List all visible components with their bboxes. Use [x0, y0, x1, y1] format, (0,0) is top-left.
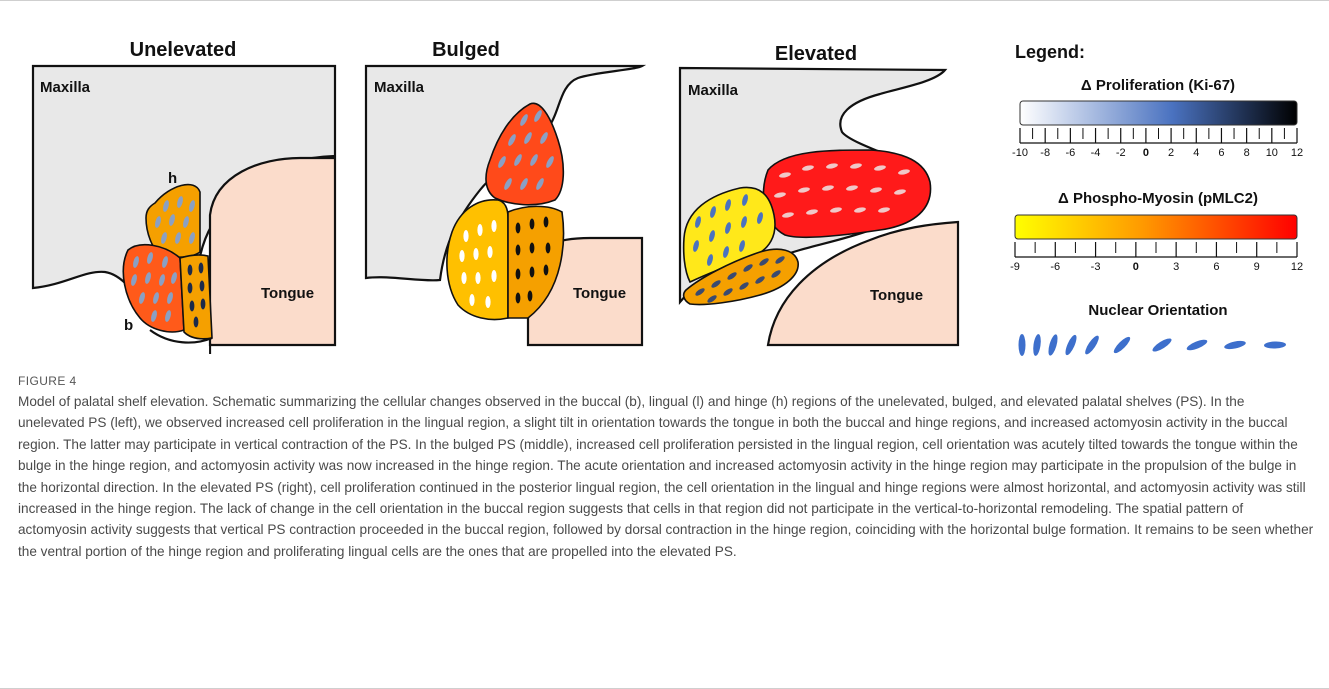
- panel-bulged: Bulged Maxilla Tongue: [366, 39, 642, 345]
- orientation-ellipse: [1185, 338, 1208, 353]
- panel-unelevated: Unelevated Maxilla Tongue h b l: [33, 39, 335, 358]
- colorbar-tick-label: 9: [1254, 261, 1260, 273]
- orientation-ellipses: [1019, 333, 1287, 356]
- colorbar-tick-label: -8: [1040, 147, 1050, 159]
- myosin-title: Δ Phospho-Myosin (pMLC2): [1058, 190, 1258, 207]
- tongue-label: Tongue: [573, 285, 626, 302]
- colorbar-tick-label: -3: [1091, 261, 1101, 273]
- orientation-ellipse: [1063, 334, 1078, 357]
- orientation-ellipse: [1112, 335, 1133, 356]
- proliferation-ticks: -10 -8 -6 -4 -2 0 2 4 6 8 10 12: [1012, 128, 1303, 159]
- colorbar-tick-label: -6: [1050, 261, 1060, 273]
- myosin-ticks: -9 -6 -3 0 3 6 9 12: [1010, 242, 1303, 273]
- myosin-colorbar: [1015, 215, 1297, 239]
- orientation-ellipse: [1224, 339, 1247, 350]
- legend-title: Legend:: [1015, 42, 1085, 62]
- orientation-ellipse: [1047, 333, 1060, 356]
- proliferation-colorbar: [1020, 101, 1297, 125]
- orientation-ellipse: [1032, 334, 1042, 357]
- panel-elevated: Elevated Maxilla Tongue: [680, 43, 958, 345]
- panel-title-elevated: Elevated: [775, 43, 857, 65]
- colorbar-tick-label: 12: [1291, 261, 1303, 273]
- legend: Legend: Δ Proliferation (Ki-67) -10-8-6-…: [1010, 42, 1303, 357]
- orientation-ellipse: [1083, 334, 1101, 356]
- colorbar-tick-label: 0: [1133, 261, 1139, 273]
- colorbar-tick-label: -6: [1065, 147, 1075, 159]
- hinge-region-elevated: [763, 150, 930, 237]
- maxilla-label: Maxilla: [688, 82, 739, 99]
- panel-title-bulged: Bulged: [432, 39, 500, 61]
- orientation-title: Nuclear Orientation: [1088, 302, 1227, 319]
- colorbar-tick-label: -9: [1010, 261, 1020, 273]
- colorbar-tick-label: 6: [1218, 147, 1224, 159]
- proliferation-title: Δ Proliferation (Ki-67): [1081, 77, 1235, 94]
- colorbar-tick-label: -10: [1012, 147, 1028, 159]
- orientation-ellipse: [1264, 341, 1286, 349]
- palatal-shelf-figure: Unelevated Maxilla Tongue h b l: [0, 0, 1329, 370]
- tongue-shape: [210, 158, 335, 345]
- maxilla-label: Maxilla: [374, 79, 425, 96]
- colorbar-tick-label: 12: [1291, 147, 1303, 159]
- figure-caption: Model of palatal shelf elevation. Schema…: [18, 391, 1314, 562]
- colorbar-tick-label: 4: [1193, 147, 1199, 159]
- tongue-label: Tongue: [261, 285, 314, 302]
- hinge-label: h: [168, 170, 177, 187]
- colorbar-tick-label: 3: [1173, 261, 1179, 273]
- orientation-ellipse: [1151, 336, 1173, 354]
- lingual-label: l: [208, 341, 212, 358]
- colorbar-tick-label: 6: [1213, 261, 1219, 273]
- colorbar-tick-label: -2: [1116, 147, 1126, 159]
- orientation-ellipse: [1019, 334, 1026, 356]
- colorbar-tick-label: 2: [1168, 147, 1174, 159]
- colorbar-tick-label: -4: [1091, 147, 1101, 159]
- colorbar-tick-label: 10: [1266, 147, 1278, 159]
- colorbar-tick-label: 8: [1244, 147, 1250, 159]
- buccal-label: b: [124, 317, 133, 334]
- tongue-label: Tongue: [870, 287, 923, 304]
- figure-label: FIGURE 4: [18, 374, 77, 388]
- panel-title-unelevated: Unelevated: [130, 39, 237, 61]
- colorbar-tick-label: 0: [1143, 147, 1149, 159]
- maxilla-label: Maxilla: [40, 79, 91, 96]
